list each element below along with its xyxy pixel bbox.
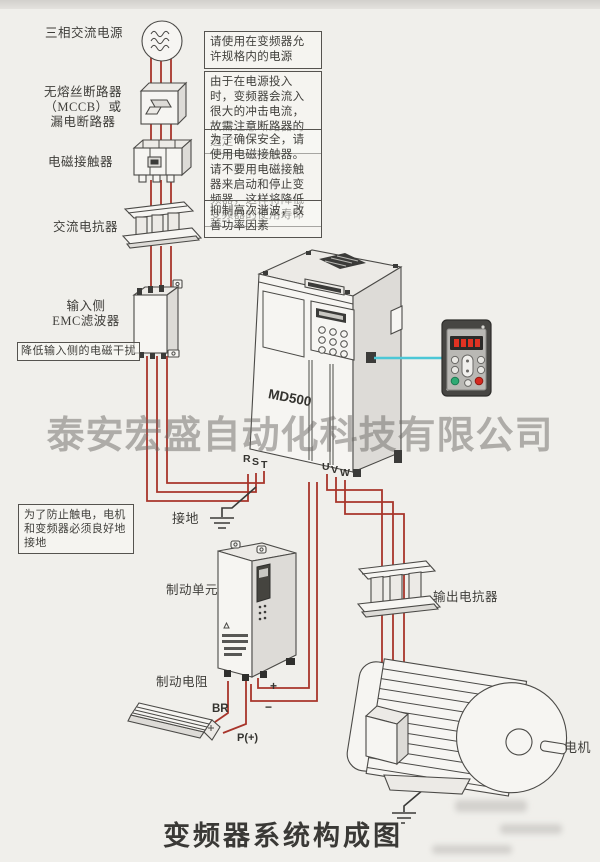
label-breaker-line3: 漏电断路器 [50, 115, 116, 129]
photo-edge-strip [0, 0, 600, 9]
note-reactor: 抑制高次谐波，改善功率因素 [204, 200, 322, 238]
label-output-reactor: 输出电抗器 [433, 590, 499, 604]
inverter-symbol: MD500 R S T U V W [243, 249, 403, 479]
brake-unit-symbol [217, 540, 297, 681]
wires-dc-bus [214, 482, 318, 734]
terminal-v: V [331, 464, 338, 476]
breaker-symbol [139, 81, 188, 126]
label-breaker: 无熔丝断路器 （MCCB）或 漏电断路器 [44, 85, 122, 130]
label-emc-line1: 输入侧 [66, 299, 106, 313]
wires-rst [146, 356, 265, 502]
label-dc-plus: + [270, 679, 277, 693]
terminal-t: T [261, 459, 268, 471]
ac-reactor-symbol [121, 201, 203, 249]
terminal-u: U [322, 461, 330, 473]
terminal-r: R [243, 453, 251, 465]
contactor-symbol [132, 138, 193, 183]
keypad-stop-button [474, 376, 484, 386]
label-br-terminal: BR [212, 703, 229, 715]
label-power-source: 三相交流电源 [45, 26, 124, 40]
page-title: 变频器系统构成图 [163, 821, 403, 851]
brake-resistor-symbol [127, 702, 221, 741]
junction-box [364, 705, 410, 766]
label-motor: 电机 [564, 740, 592, 755]
label-emc-filter: 输入侧 EMC滤波器 [50, 299, 122, 329]
watermark-text: 泰安宏盛自动化科技有限公司 [46, 415, 554, 457]
label-ground: 接地 [172, 511, 200, 526]
emc-filter-symbol [132, 279, 183, 359]
power-source-symbol [141, 20, 183, 62]
photo-smudge [455, 800, 527, 812]
label-contactor: 电磁接触器 [48, 155, 114, 169]
output-reactor-symbol [356, 560, 442, 618]
label-brake-resistor: 制动电阻 [156, 675, 209, 689]
photo-smudge [500, 824, 562, 834]
label-breaker-line1: 无熔丝断路器 [44, 85, 123, 99]
keypad-led-digits [454, 339, 480, 347]
terminal-w: W [340, 467, 350, 479]
note-power: 请使用在变频器允许规格内的电源 [204, 31, 322, 69]
photo-smudge [432, 845, 512, 854]
label-dc-minus: − [265, 700, 272, 714]
motor-symbol [346, 658, 568, 797]
note-ground: 为了防止触电，电机和变频器必须良好地接地 [18, 504, 134, 554]
keypad-run-button [450, 376, 460, 386]
label-breaker-line2: （MCCB）或 [44, 100, 122, 114]
terminal-s: S [252, 456, 259, 468]
label-emc-line2: EMC滤波器 [52, 314, 120, 328]
note-emc: 降低输入侧的电磁干扰 [17, 342, 140, 361]
keypad-remote [441, 319, 492, 397]
label-brake-unit: 制动单元 [166, 583, 219, 597]
label-ac-reactor: 交流电抗器 [53, 220, 119, 234]
keypad-updown-rocker [461, 354, 474, 378]
label-p-plus-terminal: P(+) [237, 732, 258, 744]
ground-symbol-main [210, 486, 257, 529]
